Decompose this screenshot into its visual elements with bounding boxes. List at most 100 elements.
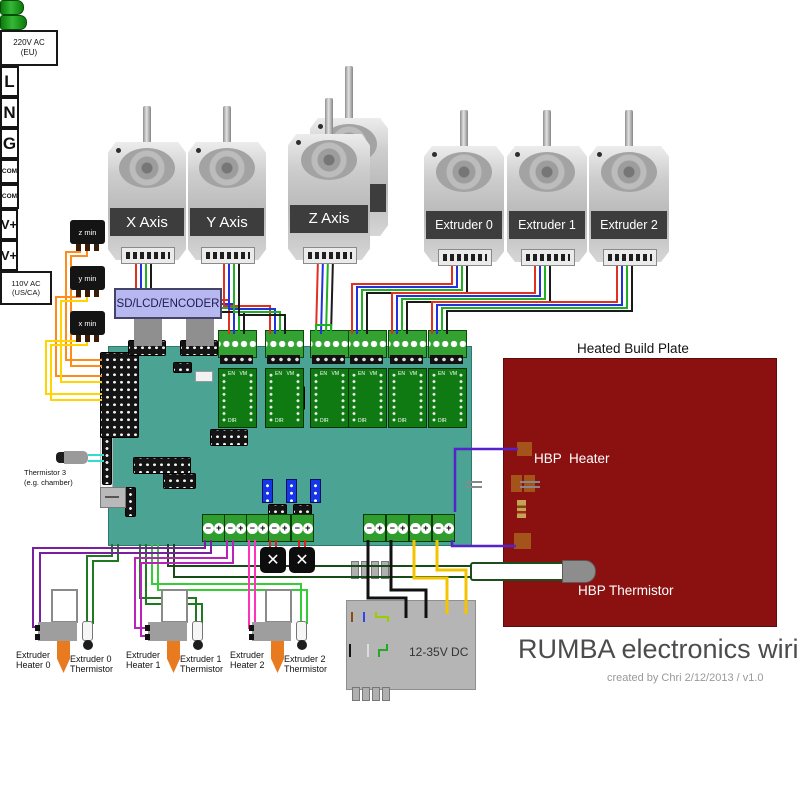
- lcd-ribbon-1: [134, 318, 162, 346]
- pin-header: [163, 473, 196, 489]
- extruder1-thermistor: [192, 621, 203, 641]
- wires-e1-motor: [391, 261, 551, 334]
- jumper-block: [310, 479, 321, 503]
- motor-body: Extruder 2: [589, 146, 669, 262]
- motor-extruder-1: Extruder 1: [507, 110, 587, 266]
- motor-body: Extruder 0: [424, 146, 504, 262]
- terminal-y: [265, 330, 304, 358]
- motor-connector: [303, 247, 357, 264]
- pin-header: [173, 362, 192, 373]
- motor-body: Y Axis: [188, 142, 266, 260]
- hbp-pad: [514, 533, 531, 549]
- lcd-ribbon-2: [186, 318, 214, 346]
- diagram-title: RUMBA electronics wiring: [518, 634, 800, 664]
- endstop-z-min: z min: [70, 220, 105, 251]
- plug-prong: [371, 561, 379, 579]
- motor-label: Extruder 2: [590, 210, 668, 239]
- screw-hole: [196, 148, 201, 153]
- smd-component: [195, 371, 213, 382]
- wires-z-motor: [315, 257, 334, 335]
- terminal-COM-2: COM: [0, 184, 19, 209]
- motor-body: Z Axis: [288, 134, 370, 260]
- motor-extruder-2: Extruder 2: [589, 110, 669, 266]
- plug-220v: 220V AC(EU): [0, 30, 58, 66]
- screw-terminal-heater0: −+: [202, 514, 225, 542]
- plug-prong: [351, 561, 359, 579]
- screw-hole: [515, 152, 520, 157]
- motor-shaft: [625, 110, 633, 150]
- screw-terminal-power3: −+: [409, 514, 432, 542]
- screw-terminal-power1: −+: [363, 514, 386, 542]
- plug-prong: [362, 687, 370, 701]
- terminal-pins: [390, 355, 423, 364]
- usb-port: [100, 487, 126, 508]
- dc-voltage-label: 12-35V DC: [409, 645, 469, 659]
- sd-lcd-encoder-module: SD/LCD/ENCODER: [114, 288, 222, 319]
- extruder0-block: [38, 622, 77, 641]
- pin-header: [125, 487, 136, 517]
- terminal-x: [218, 330, 257, 358]
- led-indicator: [0, 15, 27, 30]
- fan-icon: ✕: [289, 547, 315, 573]
- extruder2-thermistor: [296, 621, 307, 641]
- terminal-e0: [348, 330, 387, 358]
- terminal-pins: [430, 355, 463, 364]
- heated-build-plate: [503, 358, 777, 627]
- wire-clip: [35, 625, 40, 631]
- terminal-e2: [428, 330, 467, 358]
- extruder1-block: [148, 622, 187, 641]
- screw-hole: [296, 140, 301, 145]
- plug-prong: [372, 687, 380, 701]
- motor-y-axis: Y Axis: [188, 106, 266, 264]
- plug-prong: [381, 561, 389, 579]
- hbp-pad: [517, 442, 532, 456]
- plug-prong: [382, 687, 390, 701]
- extruder2-block: [252, 622, 291, 641]
- screw-terminal-heater1: −+: [224, 514, 247, 542]
- motor-connector: [201, 247, 255, 264]
- extruder0-thermistor-bulb: [83, 640, 93, 650]
- motor-shaft: [345, 66, 353, 122]
- wire-clip: [249, 625, 254, 631]
- motor-body: Extruder 1: [507, 146, 587, 262]
- terminal-L: L: [0, 66, 19, 97]
- thermistor3-body: [64, 451, 88, 464]
- motor-label: Extruder 0: [425, 210, 503, 239]
- motor-shaft: [223, 106, 231, 146]
- extruder1-thermistor-bulb: [193, 640, 203, 650]
- thermistor3-label: Thermistor 3(e.g. chamber): [24, 468, 73, 487]
- hbp-heater-label: HBP Heater: [534, 451, 610, 466]
- credit-line: created by Chri 2/12/2013 / v1.0: [607, 672, 764, 684]
- extruder2-thermistor-bulb: [297, 640, 307, 650]
- motor-z-axis: Z Axis: [288, 98, 370, 264]
- jumper-block: [262, 479, 273, 503]
- plug-110v: 110V AC(US/CA): [0, 271, 52, 305]
- extruder0-thermistor: [82, 621, 93, 641]
- motor-label: Extruder 1: [508, 210, 586, 239]
- led-indicator: [0, 0, 24, 15]
- hbp-resistor: [517, 500, 526, 518]
- screw-terminal-heater2: −+: [246, 514, 269, 542]
- terminal-pins: [350, 355, 383, 364]
- extruder0-heater-body: [51, 589, 78, 623]
- terminal-N: N: [0, 97, 19, 128]
- terminal-pins: [267, 355, 300, 364]
- thermistor3-tip: [56, 452, 65, 463]
- terminal-G: G: [0, 128, 19, 159]
- screw-hole: [597, 152, 602, 157]
- terminal-Vplus-2: V+: [0, 240, 18, 271]
- endstop-x-min: x min: [70, 311, 105, 342]
- motor-shaft: [543, 110, 551, 150]
- wire-clip: [249, 634, 254, 640]
- screw-terminal-fan1: −+: [291, 514, 314, 542]
- screw-terminal-hbp: −+: [432, 514, 455, 542]
- screw-terminal-fan0: −+: [268, 514, 291, 542]
- motor-label: X Axis: [109, 208, 185, 237]
